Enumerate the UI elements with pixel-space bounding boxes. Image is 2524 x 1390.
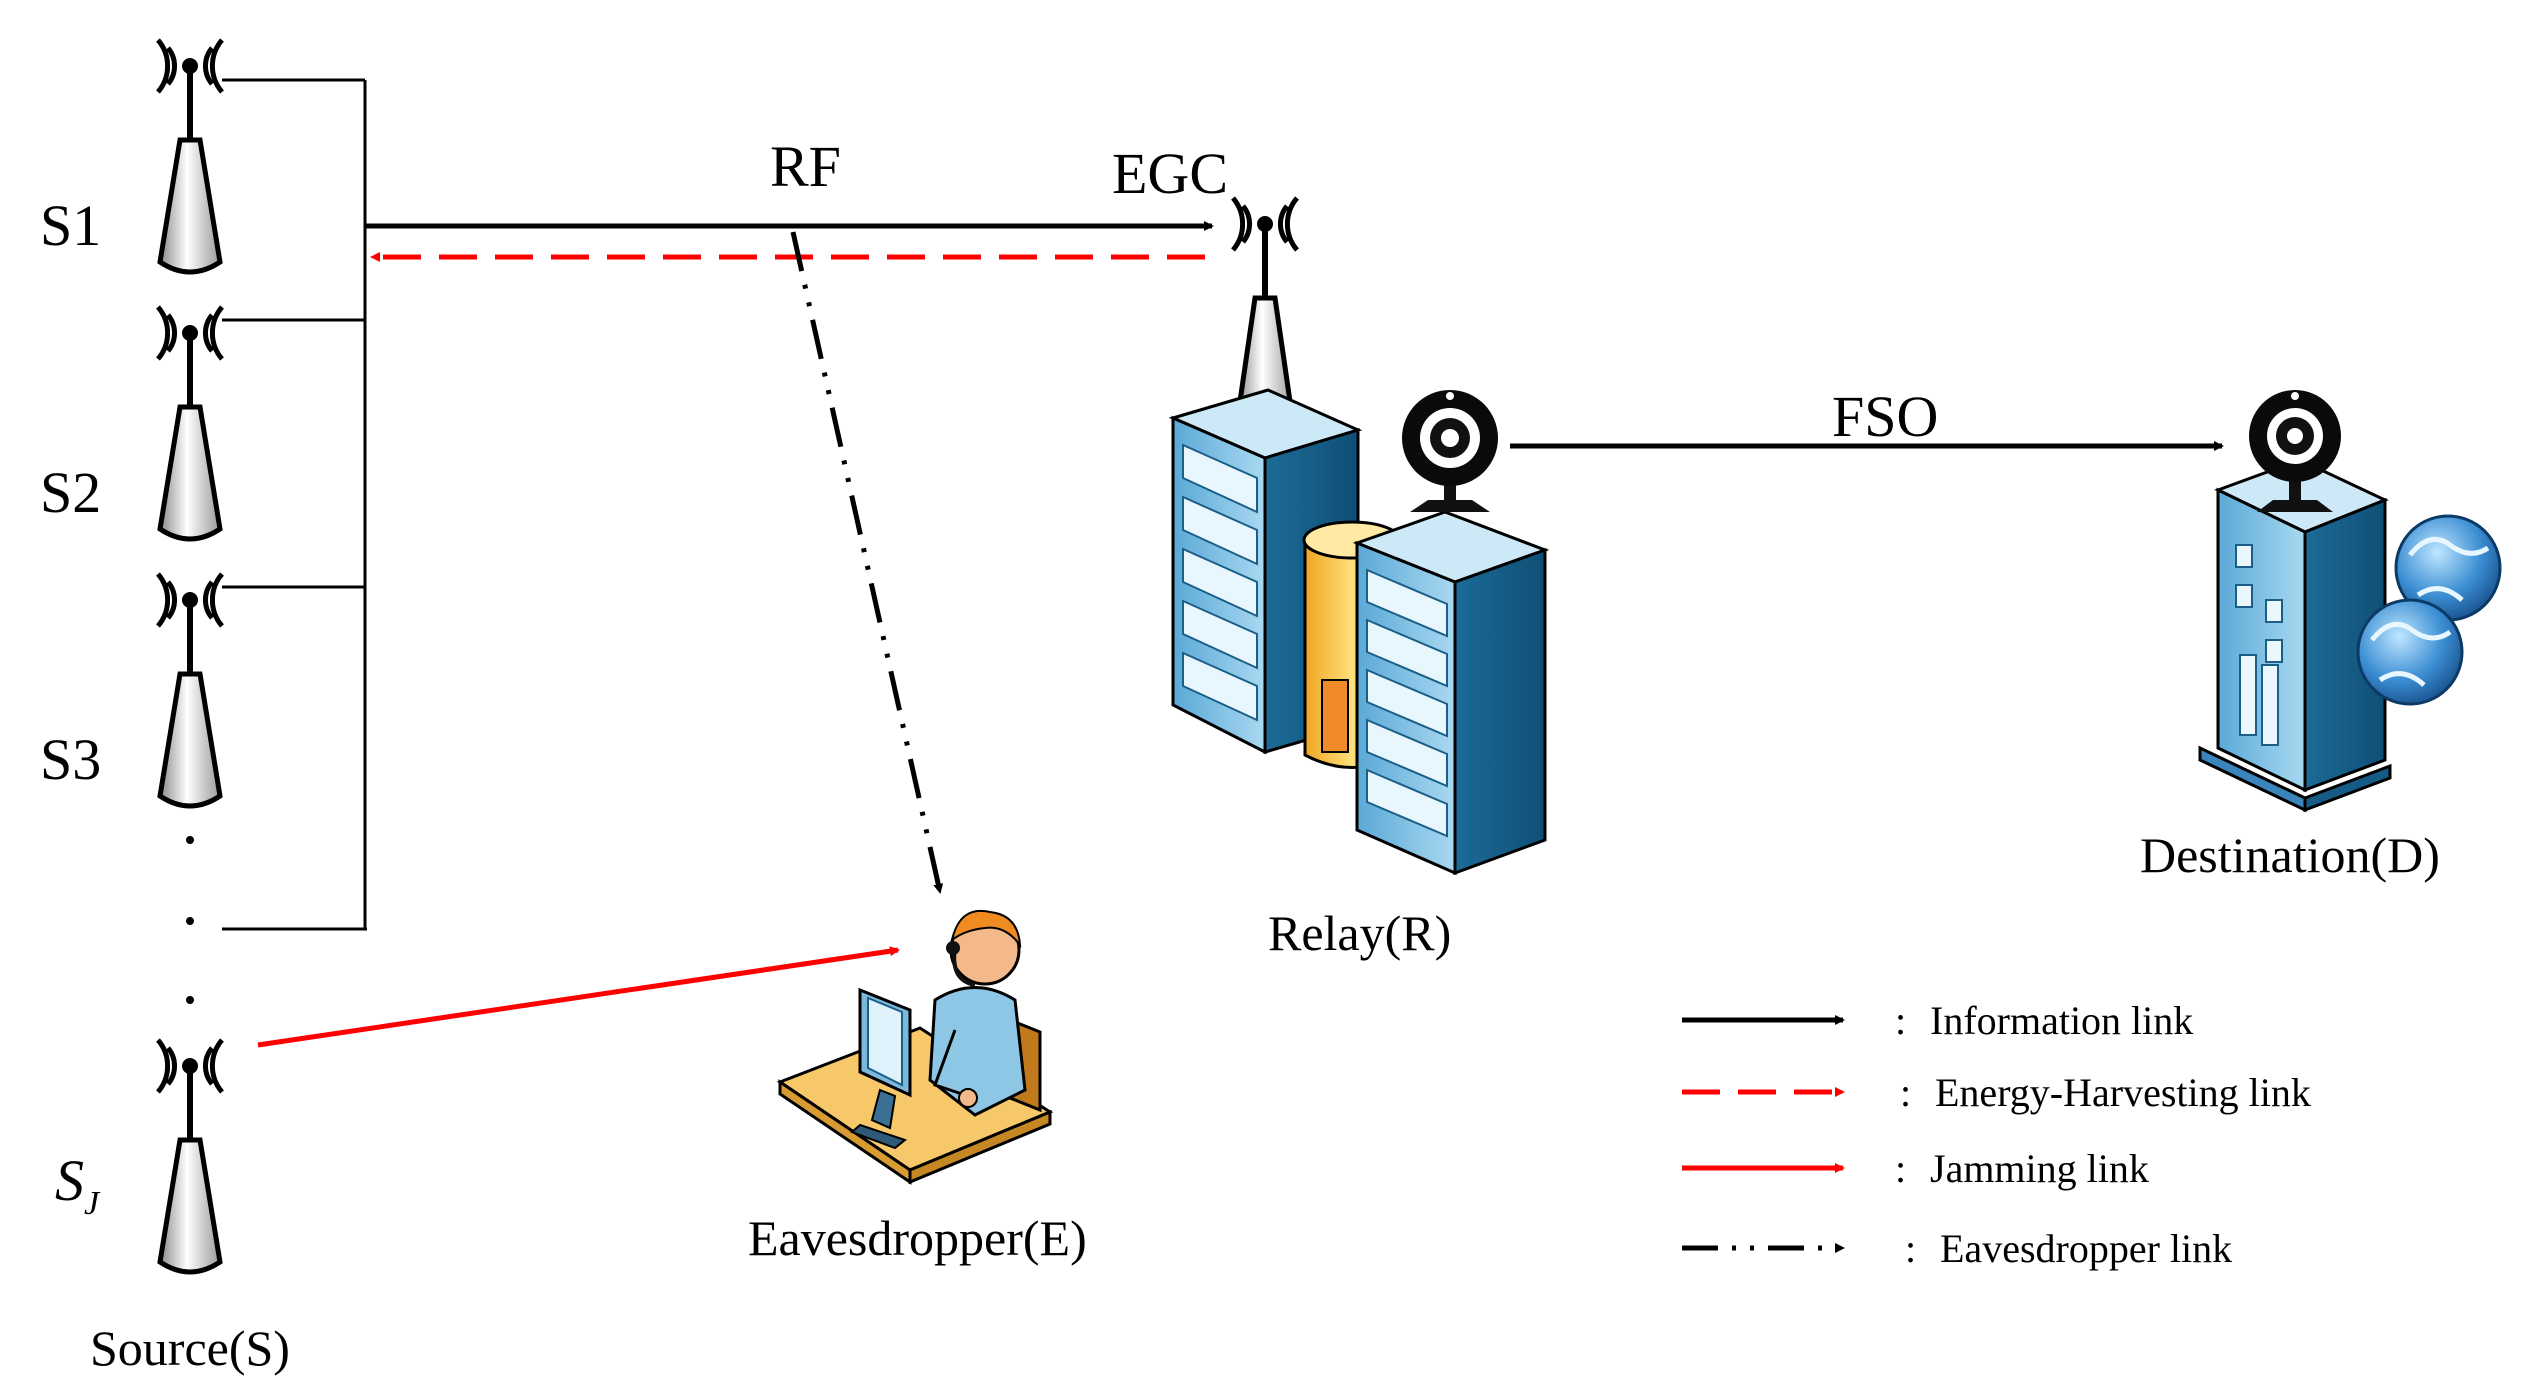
eavesdropper-icon xyxy=(776,909,1054,1185)
legend-label-information: Information link xyxy=(1930,998,2193,1043)
source-bus xyxy=(222,78,367,931)
legend-separator: : xyxy=(1900,1070,1911,1115)
legend-label-eavesdropper: Eavesdropper link xyxy=(1940,1226,2232,1271)
legend-label-jamming: Jamming link xyxy=(1930,1146,2149,1191)
antenna-s1-icon xyxy=(156,38,224,275)
jamming-link xyxy=(257,946,900,1048)
antenna-s3-icon xyxy=(156,572,224,809)
eavesdropper-label: Eavesdropper(E) xyxy=(748,1210,1087,1266)
fso-label: FSO xyxy=(1832,384,1938,449)
rf-label: RF xyxy=(770,134,841,199)
jammer-label-subscript: J xyxy=(84,1185,101,1222)
antenna-label-sj: SJ xyxy=(55,1148,101,1222)
legend-separator: : xyxy=(1905,1226,1916,1271)
antenna-label-s2: S2 xyxy=(40,460,101,525)
antenna-s2-icon xyxy=(156,305,224,542)
relay-icon xyxy=(1168,196,1550,876)
destination-icon xyxy=(2198,390,2502,813)
antenna-label-s3: S3 xyxy=(40,727,101,792)
ellipsis-dots xyxy=(186,836,194,1004)
antenna-sj-icon xyxy=(156,1038,224,1275)
destination-webcam-icon xyxy=(2249,390,2341,512)
relay-webcam-icon xyxy=(1402,390,1498,512)
legend: : : : : Information link Energy-Harvesti… xyxy=(1682,998,2311,1271)
destination-label: Destination(D) xyxy=(2140,827,2440,883)
legend-label-energy-harvesting: Energy-Harvesting link xyxy=(1935,1070,2311,1115)
globe-icon xyxy=(2356,514,2502,706)
eavesdropper-link xyxy=(790,231,944,894)
legend-separator: : xyxy=(1895,998,1906,1043)
egc-label: EGC xyxy=(1112,141,1228,206)
antenna-label-s1: S1 xyxy=(40,193,101,258)
legend-separator: : xyxy=(1895,1146,1906,1191)
relay-label: Relay(R) xyxy=(1268,905,1451,961)
jammer-label-main: S xyxy=(55,1148,84,1213)
source-caption: Source(S) xyxy=(90,1320,290,1376)
